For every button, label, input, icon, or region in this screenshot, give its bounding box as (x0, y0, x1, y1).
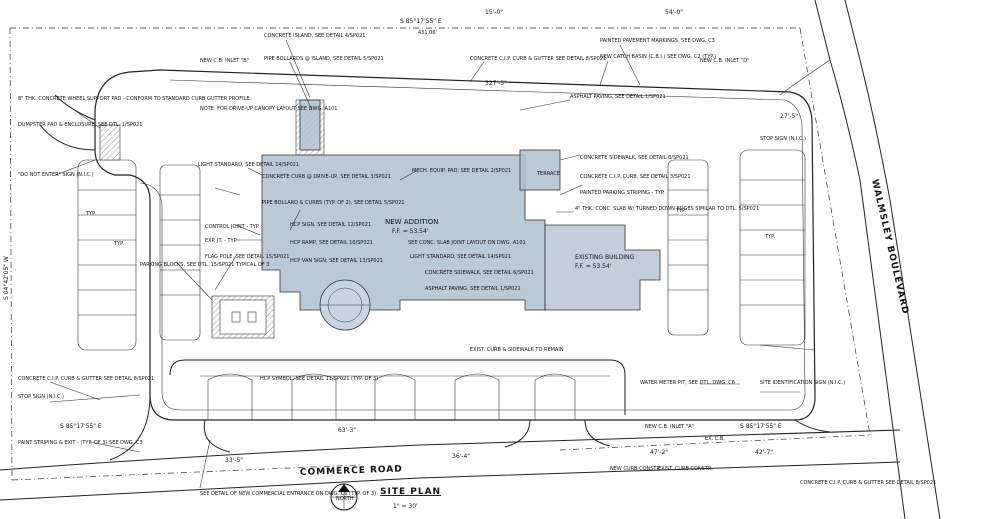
typ-label: TYP. (675, 208, 686, 214)
callout-terrace: TERRACE (536, 171, 560, 177)
bearing-top-sub: 431.06' (418, 30, 437, 36)
callout-parking-striping: PAINTED PARKING STRIPING - TYP. (580, 190, 665, 196)
bearing-bottom: S 85°17'55" E (60, 423, 102, 430)
dim-bottom4: 47'-2" (650, 449, 668, 456)
new-addition-label: NEW ADDITION (385, 218, 439, 226)
callout-cb-inlet-d: NEW C.B. INLET "D" (700, 58, 749, 64)
callout-exp-joint: EXP. JT. - TYP. (205, 238, 238, 244)
new-addition-ff: F.F. = 53.54' (392, 228, 429, 235)
labels: SITE PLAN 1" = 30' NORTH COMMERCE ROAD W… (3, 9, 936, 510)
callout-asphalt-s: ASPHALT PAVING, SEE DETAIL 1/SP021 (425, 286, 521, 292)
dim-bottom1: 63'-3" (338, 427, 356, 434)
callout-cb-inlet-b: NEW C.B. INLET "B" (200, 58, 249, 64)
callout-curb-ne: CONCRETE C.I.P. CURB, SEE DETAIL 3/SP021 (580, 174, 691, 180)
callout-mech-pad: MECH. EQUIP. PAD, SEE DETAIL 2/SP021 (412, 168, 511, 174)
callout-flag-pole: FLAG POLE, SEE DETAIL 15/SP021 (205, 254, 289, 260)
callout-hcp-sign: HCP SIGN, SEE DETAIL 12/SP021 (290, 222, 371, 228)
callout-parking-blocks: PARKING BLOCKS, SEE DTL. 15/SP021 TYPICA… (140, 262, 269, 268)
callout-exist-curb: EXIST. CURB & SIDEWALK TO REMAIN (470, 347, 564, 353)
callout-asphalt-top: ASPHALT PAVING, SEE DETAIL 1/SP021 (570, 94, 666, 100)
dim-bottom5: 42'-7" (755, 449, 773, 456)
callout-curb-gutter-se: CONCRETE C.I.P. CURB & GUTTER SEE DETAIL… (800, 480, 936, 486)
callout-dumpster: DUMPSTER PAD & ENCLOSURE, SEE DTL. 1/SP0… (18, 122, 142, 128)
callout-pipe-bollard-curbs: PIPE BOLLARD & CURBS (TYP. OF 2), SEE DE… (262, 200, 405, 206)
callout-do-not-enter: "DO NOT ENTER" SIGN (N.I.C.) (18, 172, 94, 178)
existing-building-ff: F.F. = 53.54' (575, 263, 612, 270)
callout-hcp-van-sign: HCP VAN SIGN, SEE DETAIL 13/SP021 (290, 258, 383, 264)
callout-curb-drive-up: CONCRETE CURB @ DRIVE-UP, SEE DETAIL 3/S… (262, 174, 391, 180)
dim-right1: 27'-5" (780, 113, 798, 120)
new-addition-building (261, 149, 561, 311)
callout-new-curb: NEW CURB CONSTR. (610, 466, 662, 472)
callout-paint-striping: PAINT STRIPING & EXIT - (TYP. OF 3) SEE … (18, 440, 143, 446)
callout-pipe-bollards-island: PIPE BOLLARDS @ ISLAND, SEE DETAIL 5/SP0… (264, 56, 384, 62)
callout-concrete-island: CONCRETE ISLAND, SEE DETAIL 4/SP021 (264, 33, 365, 39)
walmsley-boulevard-edge (779, 0, 941, 519)
commerce-road-label: COMMERCE ROAD (300, 464, 403, 478)
callout-curb-gutter-top: CONCRETE C.I.P. CURB & GUTTER SEE DETAIL… (470, 56, 606, 62)
callout-site-sign: SITE IDENTIFICATION SIGN (N.I.C.) (760, 380, 845, 386)
callout-sidewalk-ne: CONCRETE SIDEWALK, SEE DETAIL 6/SP021 (580, 155, 689, 161)
callout-hcp-ramp: HCP RAMP, SEE DETAIL 16/SP021 (290, 240, 373, 246)
south-islands (169, 359, 626, 421)
callout-ex-cb: EX. C.B. (705, 436, 725, 442)
callout-sidewalk-s: CONCRETE SIDEWALK, SEE DETAIL 6/SP021 (425, 270, 534, 276)
north-arrow-icon (330, 483, 358, 511)
dumpster-enclosure (211, 295, 275, 339)
callout-conc-slab: 4" THK. CONC. SLAB W/ TURNED DOWN EDGES … (575, 206, 759, 212)
bearing-left: S 04°42'05" W (3, 256, 10, 300)
callout-light-standard-s: LIGHT STANDARD, SEE DETAIL 14/SP021 (410, 254, 511, 260)
callout-wheel-pad: 8" THK. CONCRETE WHEEL SUPPORT PAD - CON… (18, 96, 250, 102)
callout-stop-sign-ne: STOP SIGN (N.I.C.) (760, 136, 806, 142)
north-arrow-label: NORTH (336, 496, 354, 502)
leader-lines (49, 39, 816, 489)
callout-canopy-note: NOTE: FOR DRIVE-UP CANOPY LAYOUT SEE DWG… (200, 106, 337, 112)
existing-building (544, 224, 661, 311)
callout-slab-joint: SEE CONC. SLAB JOINT LAYOUT ON DWG. A101 (408, 240, 526, 246)
commerce-road-edge (0, 429, 901, 501)
bearing-bottom-right: S 85°17'55" E (740, 423, 782, 430)
dim-top3: 327'-3" (485, 80, 507, 87)
callout-light-standard-nw: LIGHT STANDARD, SEE DETAIL 14/SP021 (198, 162, 299, 168)
callout-hcp-symbol: HCP SYMBOL, SEE DETAIL 11/SP021 (TYP. OF… (260, 376, 378, 382)
sheet-title: SITE PLAN (380, 487, 441, 497)
callout-pavement-markings: PAINTED PAVEMENT MARKINGS, SEE DWG. C3 (600, 38, 715, 44)
existing-building-label: EXISTING BUILDING (575, 254, 634, 261)
typ-label: TYP. (113, 241, 124, 247)
callout-stop-sign-sw: STOP SIGN (N.I.C.) (18, 394, 64, 400)
callout-curb-gutter-sw: CONCRETE C.I.P. CURB & GUTTER SEE DETAIL… (18, 376, 154, 382)
west-parking-rows (77, 159, 201, 351)
callout-control-joint: CONTROL JOINT - TYP. (205, 224, 260, 230)
typ-label: TYP. (85, 211, 96, 217)
dim-bottom3: 33'-5" (225, 457, 243, 464)
east-parking-rows (667, 149, 806, 346)
callout-water-meter: WATER METER PIT, SEE DTL. DWG. C6 (640, 380, 735, 386)
typ-label: TYP. (764, 234, 775, 240)
parking-lot-curbs (94, 69, 816, 421)
sheet-scale: 1" = 30' (393, 503, 418, 510)
bearing-top: S 85°17'55" E (400, 18, 442, 25)
dim-top1: 15'-0" (485, 9, 503, 16)
entry-rotunda (319, 279, 371, 331)
callout-exist-curb-constr: EXIST. CURB CONSTR. (658, 466, 713, 472)
callout-cb-inlet-a: NEW C.B. INLET "A" (645, 424, 694, 430)
callout-catch-basin: NEW CATCH BASIN (C.B.I.) SEE DWG. C2 (TY… (600, 54, 716, 60)
commercial-entrances (109, 394, 831, 461)
callout-commercial-entrance: SEE DETAIL OF NEW COMMERCIAL ENTRANCE ON… (200, 491, 376, 497)
dim-bottom2: 36'-4" (452, 453, 470, 460)
dim-top2: 54'-0" (665, 9, 683, 16)
property-boundary (9, 27, 871, 481)
dumpster-pad (99, 124, 121, 161)
